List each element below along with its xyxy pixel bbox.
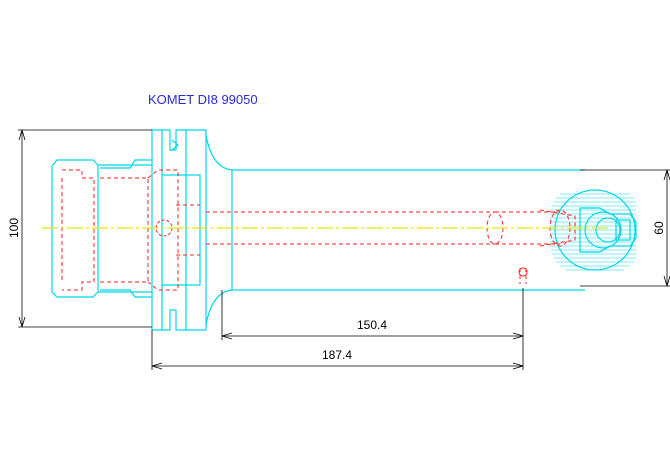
drawing-title: KOMET DI8 99050 — [148, 92, 258, 107]
hidden-lines — [61, 169, 576, 291]
dimension-length-inner: 150.4 — [357, 318, 387, 332]
adjustment-dial-knurl — [550, 193, 636, 271]
dimension-length-outer: 187.4 — [322, 348, 352, 362]
tool-outline — [51, 129, 637, 331]
dimension-height-right: 60 — [652, 221, 666, 235]
dimension-height-left: 100 — [7, 218, 21, 238]
dimension-lines — [18, 129, 670, 370]
